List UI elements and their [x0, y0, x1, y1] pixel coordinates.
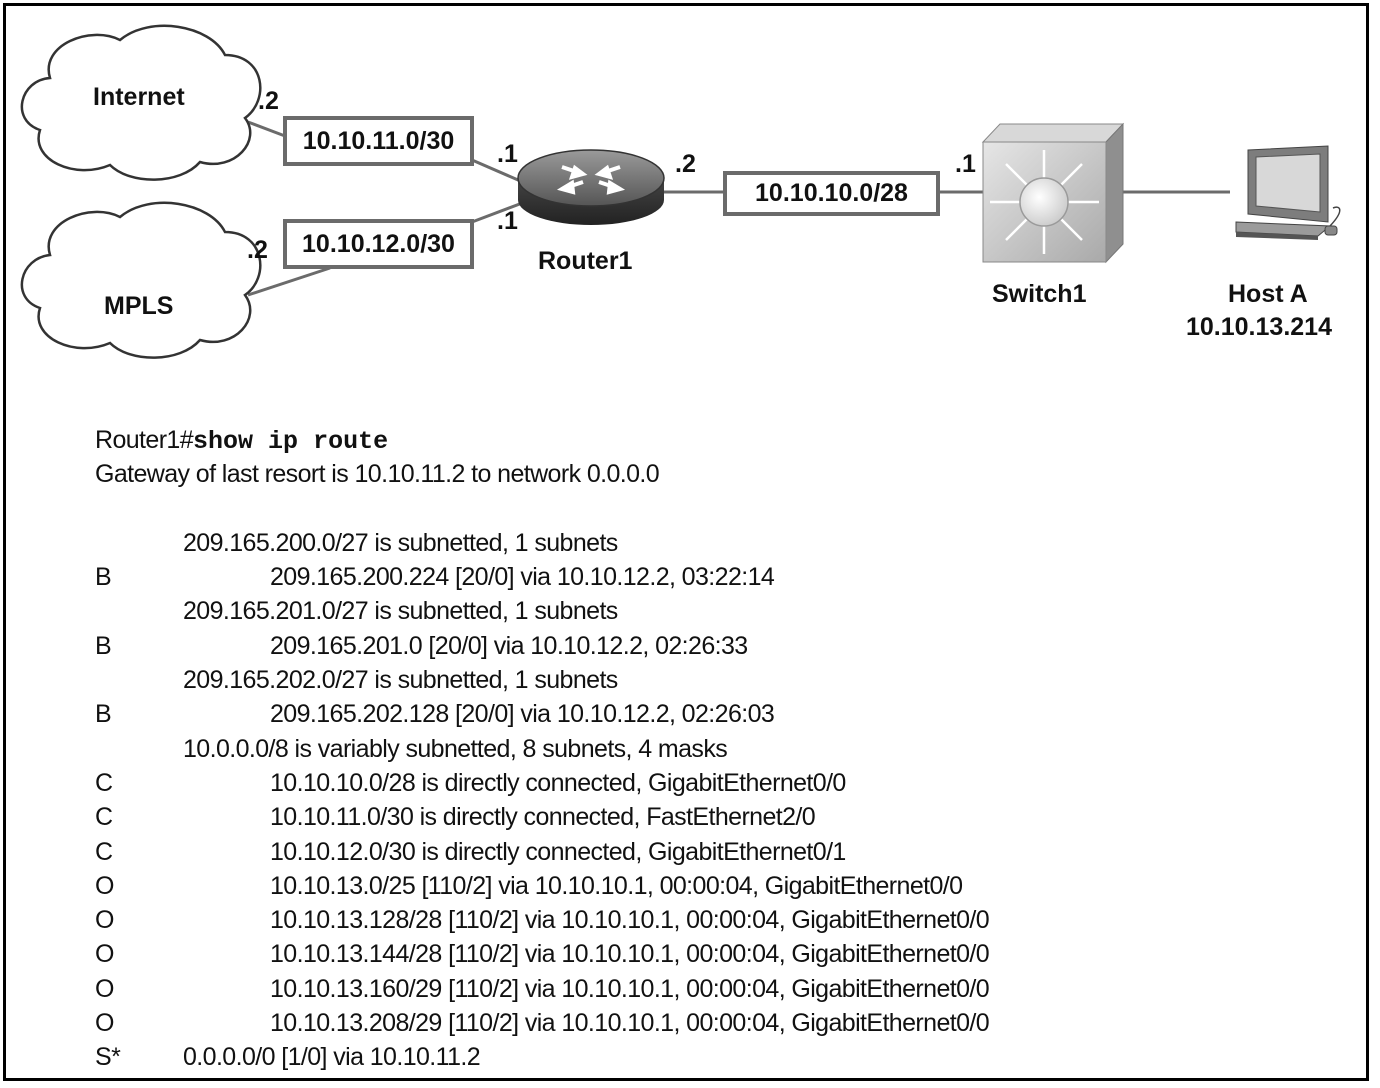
- router-label: Router1: [538, 247, 633, 275]
- cli-command: show ip route: [193, 427, 389, 456]
- route-code: C: [95, 768, 113, 797]
- link-mpls-router: [247, 200, 526, 297]
- route-text: 209.165.202.128 [20/0] via 10.10.12.2, 0…: [270, 700, 775, 729]
- route-text: 10.10.13.128/28 [110/2] via 10.10.10.1, …: [270, 906, 990, 935]
- routing-table-output: Router1#show ip route Gateway of last re…: [95, 423, 990, 1075]
- mpls-side-address: .2: [247, 236, 268, 264]
- mpls-cloud-label: MPLS: [104, 292, 174, 320]
- route-text: 209.165.200.0/27 is subnetted, 1 subnets: [183, 528, 618, 557]
- route-entry: O 10.10.13.144/28 [110/2] via 10.10.10.1,…: [95, 937, 990, 971]
- route-code: O: [95, 871, 114, 900]
- network-diagram: [20, 24, 1341, 359]
- internet-link-network: 10.10.11.0/30: [283, 116, 474, 166]
- route-text: 10.10.13.0/25 [110/2] via 10.10.10.1, 00…: [270, 871, 963, 900]
- route-entry: O 10.10.13.0/25 [110/2] via 10.10.10.1, 0…: [95, 869, 963, 903]
- route-entry: C 10.10.11.0/30 is directly connected, Fa…: [95, 800, 816, 834]
- route-entry: 10.0.0.0/8 is variably subnetted, 8 subn…: [95, 732, 728, 766]
- route-entry: B 209.165.200.224 [20/0] via 10.10.12.2, …: [95, 560, 775, 594]
- route-entry: S* 0.0.0.0/0 [1/0] via 10.10.11.2: [95, 1040, 659, 1074]
- route-text: 209.165.200.224 [20/0] via 10.10.12.2, 0…: [270, 563, 775, 592]
- route-text: 10.10.13.160/29 [110/2] via 10.10.10.1, …: [270, 974, 990, 1003]
- switch-label: Switch1: [992, 280, 1087, 308]
- route-text: 10.10.11.0/30 is directly connected, Fas…: [270, 803, 816, 832]
- route-entry: O 10.10.13.160/29 [110/2] via 10.10.10.1,…: [95, 972, 990, 1006]
- mpls-cloud-icon: [20, 201, 262, 359]
- route-text: 10.0.0.0/8 is variably subnetted, 8 subn…: [183, 734, 728, 763]
- route-code: O: [95, 1009, 114, 1038]
- router-internet-address: .1: [497, 140, 518, 168]
- route-entry: C 10.10.10.0/28 is directly connected, Gi…: [95, 766, 846, 800]
- route-entry: 209.165.201.0/27 is subnetted, 1 subnets: [95, 594, 659, 628]
- route-text: 0.0.0.0/0 [1/0] via 10.10.11.2: [183, 1043, 481, 1072]
- route-text: 209.165.201.0/27 is subnetted, 1 subnets: [183, 597, 618, 626]
- host-ip-label: 10.10.13.214: [1186, 313, 1332, 341]
- router-icon: [517, 149, 665, 225]
- route-code: B: [95, 700, 112, 729]
- route-text: 10.10.13.144/28 [110/2] via 10.10.10.1, …: [270, 940, 990, 969]
- route-code: O: [95, 940, 114, 969]
- route-code: O: [95, 906, 114, 935]
- route-code: S*: [95, 1043, 121, 1072]
- route-code: C: [95, 803, 113, 832]
- route-entry: B 209.165.202.128 [20/0] via 10.10.12.2, …: [95, 697, 775, 731]
- route-entry: O 10.10.13.128/28 [110/2] via 10.10.10.1,…: [95, 903, 990, 937]
- internet-side-address: .2: [258, 87, 279, 115]
- route-code: B: [95, 563, 112, 592]
- route-text: 209.165.202.0/27 is subnetted, 1 subnets: [183, 666, 618, 695]
- route-text: 10.10.13.208/29 [110/2] via 10.10.10.1, …: [270, 1009, 990, 1038]
- internet-cloud-icon: [20, 24, 262, 181]
- host-pc-icon: [1235, 145, 1341, 240]
- route-entry: B 209.165.201.0 [20/0] via 10.10.12.2, 02…: [95, 629, 748, 663]
- route-text: 209.165.201.0 [20/0] via 10.10.12.2, 02:…: [270, 631, 748, 660]
- router-switch-address: .2: [675, 150, 696, 178]
- router-mpls-address: .1: [497, 207, 518, 235]
- route-entry: 209.165.200.0/27 is subnetted, 1 subnets: [95, 526, 659, 560]
- route-entry: 209.165.202.0/27 is subnetted, 1 subnets: [95, 663, 659, 697]
- route-code: C: [95, 837, 113, 866]
- internet-cloud-label: Internet: [93, 83, 185, 111]
- mpls-link-network: 10.10.12.0/30: [283, 219, 474, 269]
- switch-icon: [981, 122, 1125, 264]
- link-internet-router: [247, 120, 526, 185]
- host-name-label: Host A: [1228, 280, 1308, 308]
- cli-prompt: Router1#: [95, 426, 194, 454]
- route-entry: C 10.10.12.0/30 is directly connected, Gi…: [95, 835, 846, 869]
- router-switch-link-network: 10.10.10.0/28: [723, 171, 940, 216]
- route-entry: O 10.10.13.208/29 [110/2] via 10.10.10.1,…: [95, 1006, 990, 1040]
- switch-router-address: .1: [955, 150, 976, 178]
- route-code: B: [95, 631, 112, 660]
- cli-command-line: Router1#show ip route: [95, 423, 659, 457]
- route-text: 10.10.10.0/28 is directly connected, Gig…: [270, 768, 846, 797]
- cli-blank-line: [95, 492, 659, 526]
- route-list: 209.165.200.0/27 is subnetted, 1 subnets…: [95, 526, 990, 1075]
- cli-gateway-line: Gateway of last resort is 10.10.11.2 to …: [95, 460, 660, 489]
- route-text: 10.10.12.0/30 is directly connected, Gig…: [270, 837, 846, 866]
- route-code: O: [95, 974, 114, 1003]
- exhibit-frame: [3, 3, 1369, 1081]
